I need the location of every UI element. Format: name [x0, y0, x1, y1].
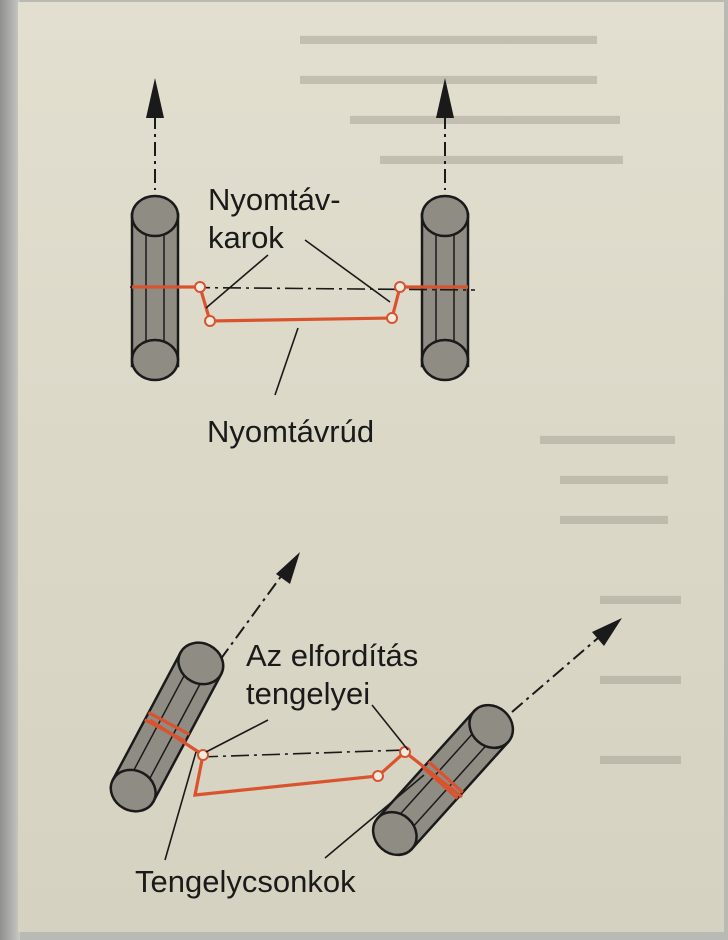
top-linkage: [132, 287, 468, 321]
label-track-arms-line1: Nyomtáv-: [208, 184, 341, 215]
right-turned-direction-arrow: [512, 618, 622, 712]
label-steering-axes-line2: tengelyei: [246, 678, 370, 709]
label-stub-axles: Tengelycsonkok: [135, 866, 356, 897]
top-diagram: [130, 78, 475, 395]
label-track-arms-line2: karok: [208, 222, 284, 253]
left-wheel-direction-arrow: [146, 78, 164, 190]
bottom-joints: [198, 747, 410, 781]
right-wheel-direction-arrow: [436, 78, 454, 190]
label-track-rod: Nyomtávrúd: [207, 416, 374, 447]
label-steering-axes-line1: Az elfordítás: [246, 640, 418, 671]
left-turned-wheel: [104, 635, 231, 819]
bottom-axle-line: [200, 750, 405, 757]
